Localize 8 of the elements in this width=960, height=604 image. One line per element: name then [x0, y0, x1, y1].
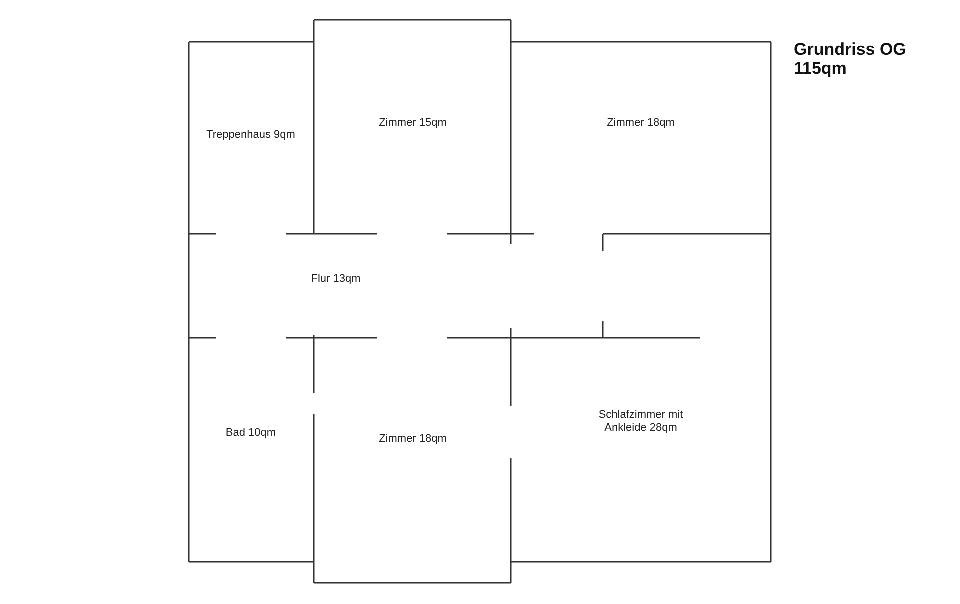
room-label: Treppenhaus 9qm — [206, 129, 296, 142]
room-label: Zimmer 18qm — [378, 433, 448, 446]
room-label: Schlafzimmer mit Ankleide 28qm — [598, 409, 684, 435]
room-label: Zimmer 15qm — [378, 117, 448, 130]
room-label: Flur 13qm — [310, 273, 362, 286]
room-label: Zimmer 18qm — [606, 117, 676, 130]
plan-title: Grundriss OG 115qm — [794, 40, 908, 78]
room-label: Bad 10qm — [224, 427, 278, 440]
